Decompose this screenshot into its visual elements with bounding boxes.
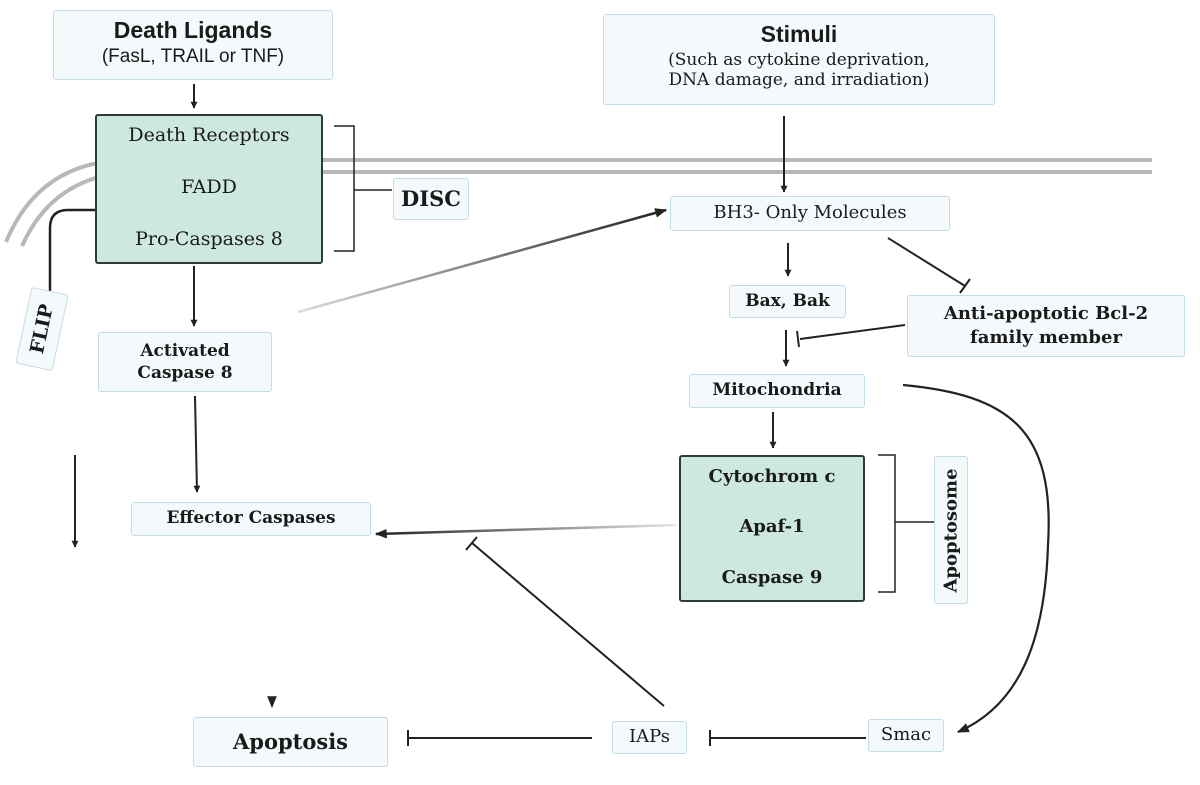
inhibit-iaps-effector <box>471 542 665 707</box>
disc-bracket <box>334 125 392 252</box>
caspase9-label: Caspase 9 <box>721 567 823 588</box>
apoptosome-complex <box>679 455 865 602</box>
anti-apoptotic-line2: family member <box>970 327 1122 348</box>
anti-apoptotic-box: Anti-apoptotic Bcl-2 family member <box>907 295 1185 357</box>
disc-label: DISC <box>393 178 469 220</box>
stimuli-title: Stimuli <box>760 21 838 47</box>
death-receptors-label: Death Receptors <box>128 124 290 146</box>
bh3-box: BH3- Only Molecules <box>670 196 950 231</box>
cytochrom-label: Cytochrom c <box>708 466 836 487</box>
flip-text: FLIP <box>26 302 58 356</box>
bax-bak-box: Bax, Bak <box>729 285 846 318</box>
stimuli-line2: DNA damage, and irradiation) <box>668 70 930 90</box>
death-ligands-subtitle: (FasL, TRAIL or TNF) <box>101 46 285 67</box>
inhibit-bh3-antiapoptotic <box>887 237 966 287</box>
activated-caspase-line1: Activated <box>140 341 230 361</box>
arrow-activated-bh3 <box>297 208 668 314</box>
arrow-apoptosome-effector <box>374 523 677 539</box>
inhibit-antiapoptotic-bax <box>799 324 906 340</box>
apoptosome-bracket <box>878 454 934 593</box>
apoptosome-text: Apoptosome <box>940 467 962 593</box>
apoptosis-box: Apoptosis <box>193 717 388 767</box>
pro-caspases-label: Pro-Caspases 8 <box>135 228 283 250</box>
death-ligands-box: Death Ligands (FasL, TRAIL or TNF) <box>53 10 333 80</box>
stimuli-box: Stimuli (Such as cytokine deprivation, D… <box>603 14 995 105</box>
iaps-box: IAPs <box>612 721 687 754</box>
activated-caspase-line2: Caspase 8 <box>137 363 233 383</box>
smac-box: Smac <box>868 719 944 752</box>
activated-caspase-box: Activated Caspase 8 <box>98 332 272 392</box>
arrow-activated-effector <box>193 395 201 493</box>
effector-caspases-box: Effector Caspases <box>131 502 371 536</box>
apoptosome-label: Apoptosome <box>934 456 968 604</box>
anti-apoptotic-line1: Anti-apoptotic Bcl-2 <box>943 303 1149 324</box>
flip-inhibition <box>48 208 180 292</box>
fadd-label: FADD <box>181 176 237 198</box>
mitochondria-box: Mitochondria <box>689 374 865 408</box>
disc-complex <box>95 114 323 264</box>
stimuli-line1: (Such as cytokine deprivation, <box>668 50 930 70</box>
arrow-mito-smac <box>902 383 1050 734</box>
death-ligands-title: Death Ligands <box>113 17 273 43</box>
apaf-label: Apaf-1 <box>739 516 805 537</box>
